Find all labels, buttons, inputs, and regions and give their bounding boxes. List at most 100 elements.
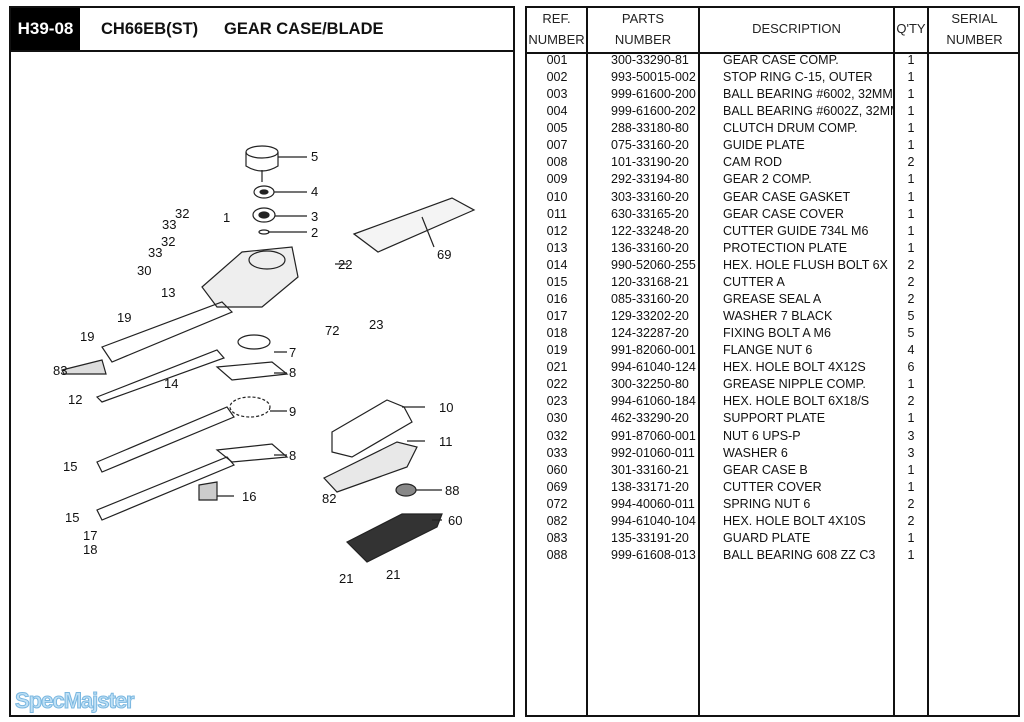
ref-number: 032 — [546, 428, 568, 443]
quantity: 1 — [907, 189, 915, 204]
callout-label: 3 — [311, 209, 318, 224]
parts-number: 301-33160-21 — [611, 462, 689, 477]
parts-number: 994-61040-104 — [611, 513, 696, 528]
ref-number: 018 — [546, 326, 568, 341]
ref-number: 011 — [547, 206, 567, 221]
description: WASHER 6 — [723, 445, 788, 460]
description: GEAR CASE COVER — [723, 206, 844, 221]
quantity: 3 — [907, 445, 915, 460]
parts-number: 136-33160-20 — [611, 240, 689, 255]
ref-number: 021 — [546, 360, 568, 375]
description: CUTTER COVER — [723, 479, 822, 494]
parts-number: 138-33171-20 — [611, 479, 689, 494]
parts-number: 124-32287-20 — [611, 326, 689, 341]
ref-number: 017 — [546, 309, 568, 324]
parts-number: 101-33190-20 — [611, 155, 689, 170]
table-row: 017 129-33202-20 WASHER 7 BLACK 5 — [527, 308, 1018, 325]
quantity: 5 — [907, 326, 915, 341]
description: FIXING BOLT A M6 — [723, 326, 831, 341]
description: NUT 6 UPS-P — [723, 428, 801, 443]
page-header: H39-08 CH66EB(ST) GEAR CASE/BLADE — [11, 8, 513, 52]
quantity: 1 — [907, 548, 915, 563]
callout-label: 4 — [311, 184, 318, 199]
quantity: 2 — [907, 394, 915, 409]
diagram-panel: H39-08 CH66EB(ST) GEAR CASE/BLADE — [9, 6, 515, 717]
quantity: 4 — [907, 343, 915, 358]
quantity: 1 — [907, 172, 915, 187]
description: GUARD PLATE — [723, 530, 811, 545]
ref-number: 015 — [546, 274, 568, 289]
quantity: 5 — [907, 309, 915, 324]
callout-label: 15 — [63, 459, 77, 474]
quantity: 1 — [907, 87, 915, 102]
header-qty: Q'TY — [896, 21, 926, 36]
ref-number: 007 — [546, 138, 568, 153]
ref-number: 016 — [546, 291, 568, 306]
callout-label: 17 — [83, 528, 97, 543]
ref-number: 060 — [546, 462, 568, 477]
callout-label: 60 — [448, 513, 462, 528]
quantity: 1 — [907, 462, 915, 477]
description: STOP RING C-15, OUTER — [723, 70, 873, 85]
parts-number: 993-50015-002 — [611, 70, 696, 85]
callout-label: 72 — [325, 323, 339, 338]
ref-number: 005 — [546, 121, 568, 136]
description: BALL BEARING #6002Z, 32MM — [723, 104, 893, 119]
description: GEAR CASE GASKET — [723, 189, 851, 204]
header-ref: REF.NUMBER — [528, 11, 585, 47]
ref-number: 088 — [546, 548, 568, 563]
description: SUPPORT PLATE — [723, 411, 826, 426]
callout-label: 32 — [175, 206, 189, 221]
quantity: 1 — [907, 53, 915, 67]
callout-label: 14 — [164, 376, 178, 391]
callout-label: 8 — [289, 448, 296, 463]
parts-number: 135-33191-20 — [611, 530, 689, 545]
quantity: 1 — [907, 240, 915, 255]
quantity: 2 — [907, 513, 915, 528]
description: HEX. HOLE BOLT 6X18/S — [723, 394, 870, 409]
quantity: 2 — [907, 257, 915, 272]
description: WASHER 7 BLACK — [723, 309, 833, 324]
quantity: 3 — [907, 428, 915, 443]
callout-label: 22 — [338, 257, 352, 272]
parts-number: 994-40060-011 — [611, 496, 695, 511]
quantity: 1 — [907, 411, 915, 426]
callout-label: 16 — [242, 489, 256, 504]
parts-number: 085-33160-20 — [611, 291, 689, 306]
parts-number: 462-33290-20 — [611, 411, 689, 426]
description: CAM ROD — [723, 155, 783, 170]
description: GEAR 2 COMP. — [723, 172, 812, 187]
description: CUTTER A — [723, 274, 785, 289]
parts-number: 999-61600-202 — [611, 104, 696, 119]
quantity: 1 — [907, 479, 915, 494]
quantity: 1 — [907, 223, 915, 238]
parts-number: 994-61060-184 — [611, 394, 696, 409]
watermark-logo: SpecMajster — [15, 688, 136, 714]
ref-number: 019 — [546, 343, 568, 358]
callout-label: 7 — [289, 345, 296, 360]
ref-number: 002 — [546, 70, 568, 85]
callout-label: 5 — [311, 149, 318, 164]
parts-number: 994-61040-124 — [611, 360, 696, 375]
parts-number: 630-33165-20 — [611, 206, 689, 221]
parts-number: 288-33180-80 — [611, 121, 689, 136]
parts-number: 129-33202-20 — [611, 309, 689, 324]
description: GEAR CASE B — [723, 462, 808, 477]
parts-number: 992-01060-011 — [611, 445, 695, 460]
